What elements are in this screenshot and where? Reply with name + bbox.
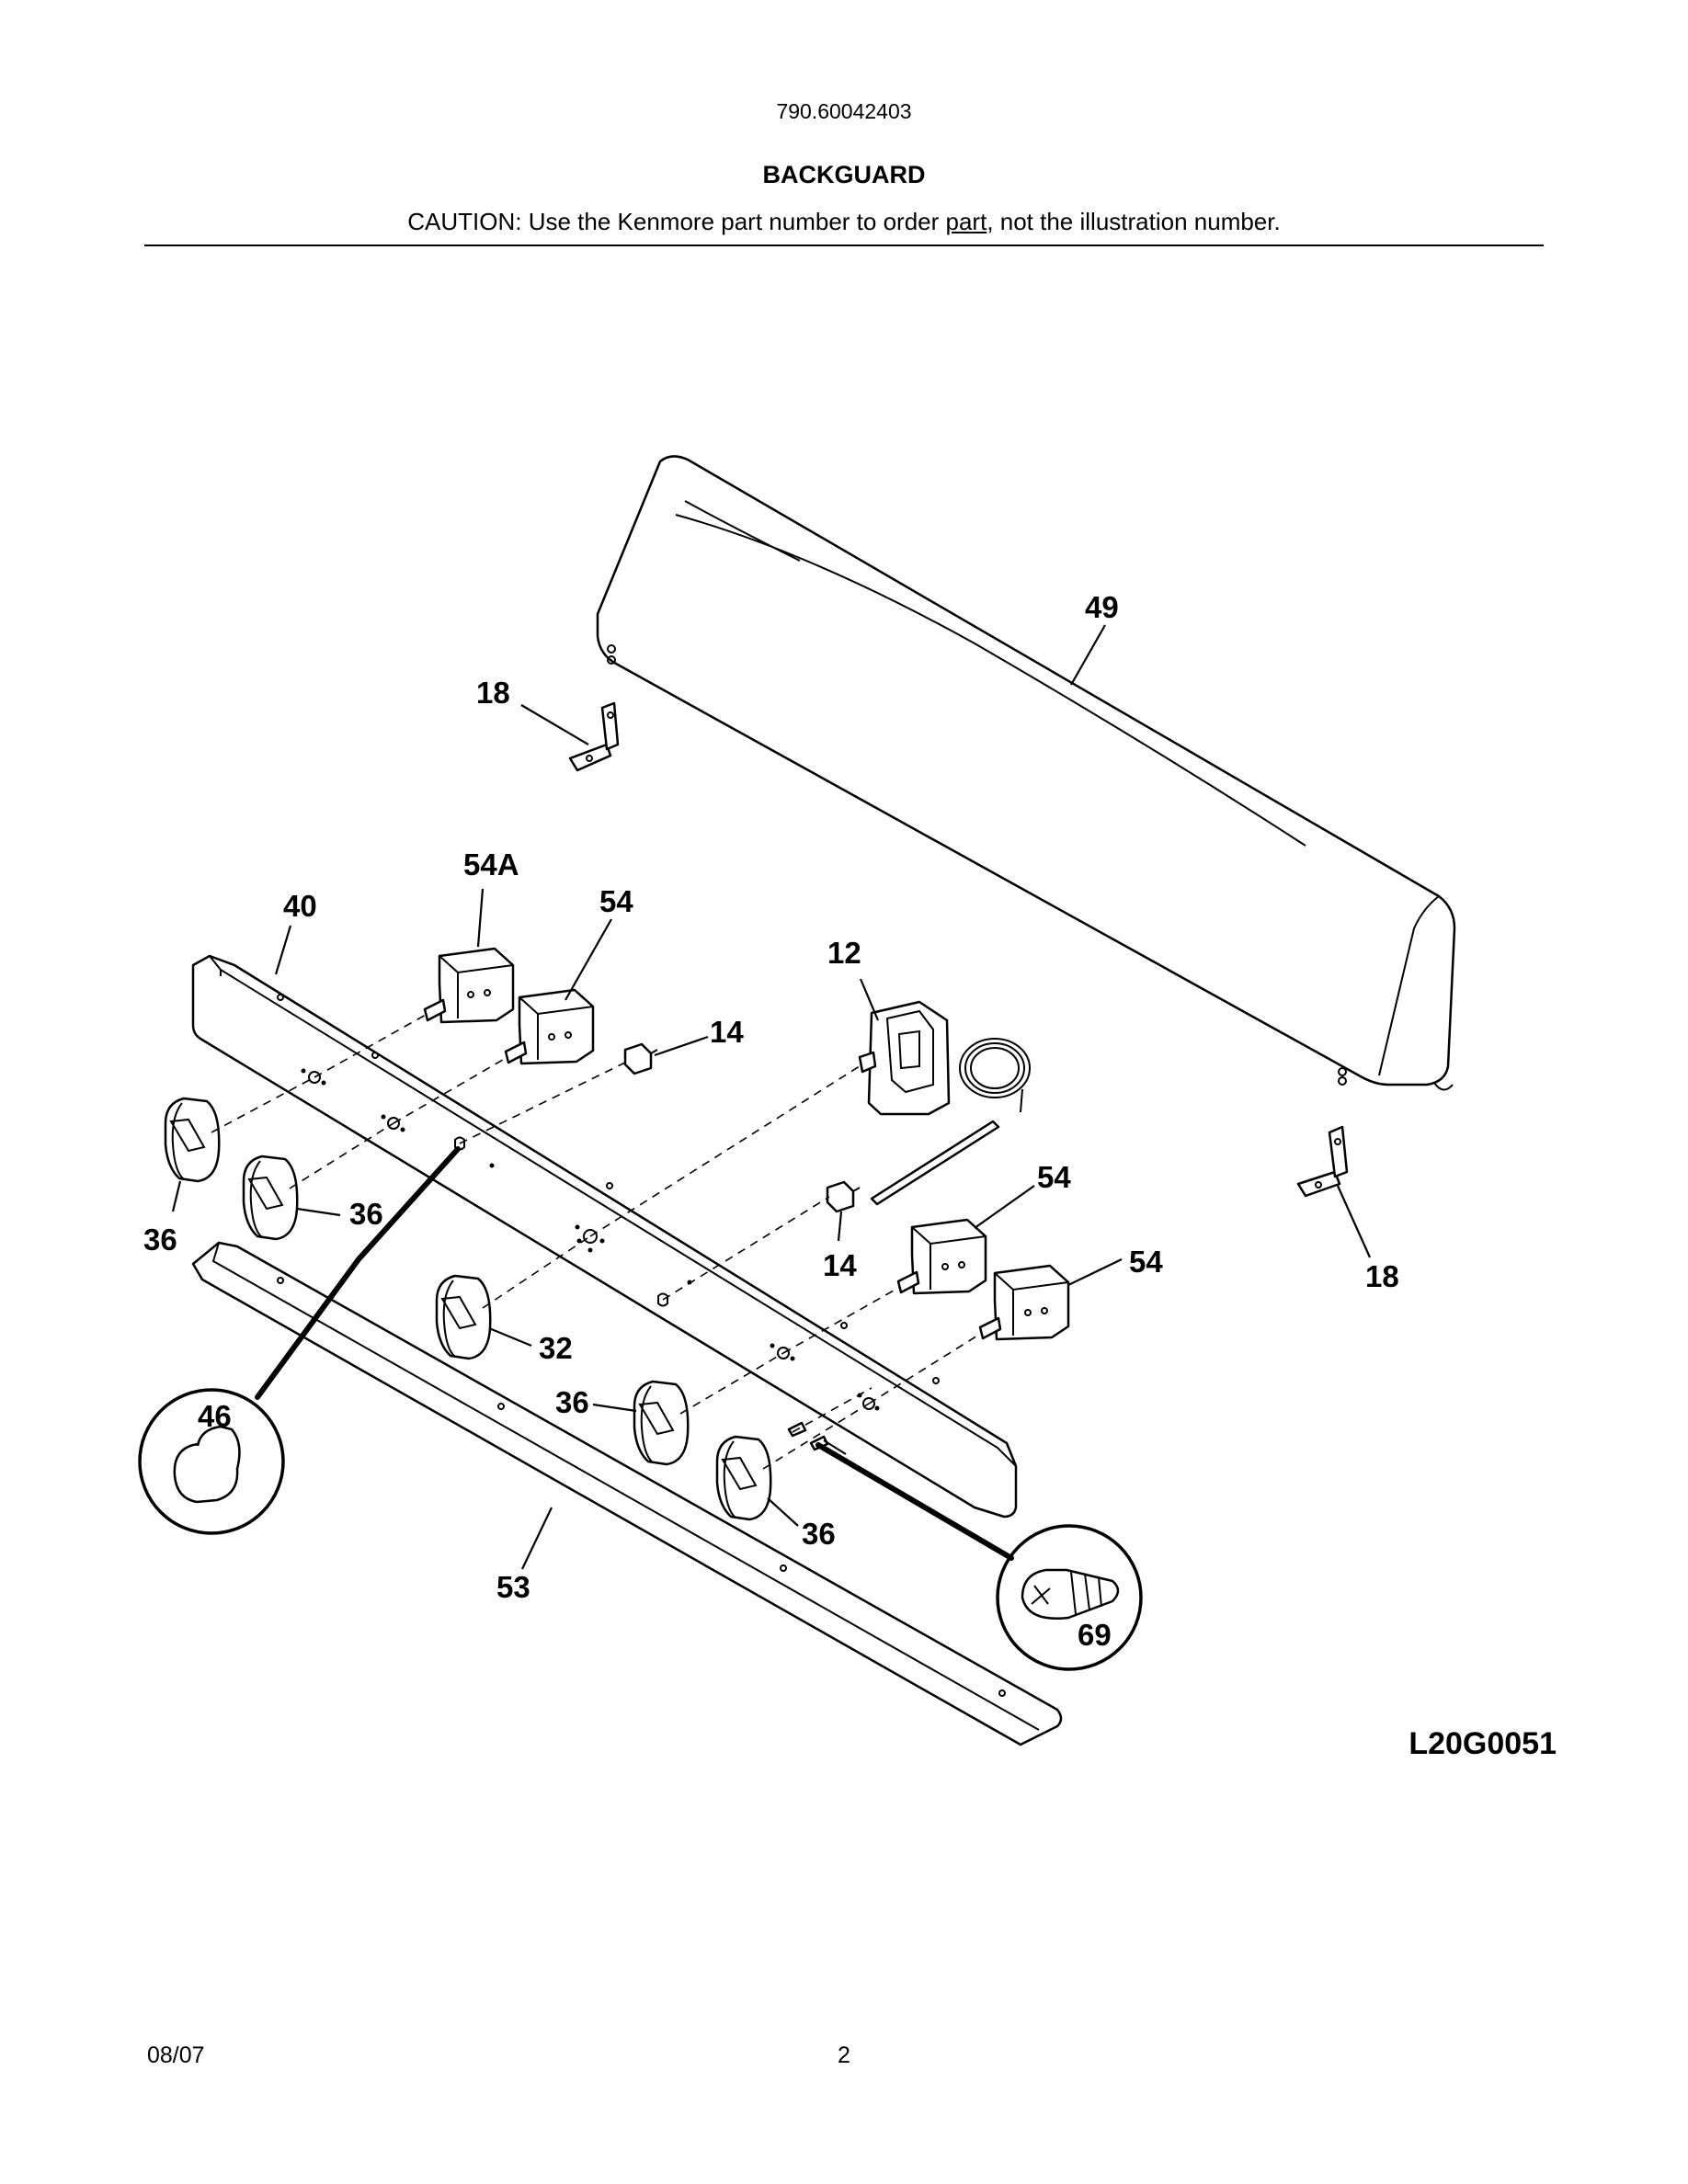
callout-54-right: 54 xyxy=(1129,1245,1163,1279)
caution-suffix: , not the illustration number. xyxy=(987,208,1281,235)
indicator-light-bottom xyxy=(826,1180,861,1213)
caution-underlined: part xyxy=(945,208,987,235)
detail-bubble-46 xyxy=(138,1146,461,1535)
knob-32 xyxy=(435,1274,492,1360)
footer-date: 08/07 xyxy=(147,2042,205,2068)
switch-54-top xyxy=(504,988,595,1065)
detail-bubble-69 xyxy=(815,1442,1143,1671)
caution-prefix: CAUTION: Use the Kenmore part number to … xyxy=(407,208,946,235)
callout-53: 53 xyxy=(496,1570,530,1604)
leader-lines xyxy=(171,624,1372,1570)
callout-54-top: 54 xyxy=(599,884,633,918)
page-number: 2 xyxy=(838,2042,850,2068)
backguard-panel xyxy=(596,455,1456,1091)
callout-12: 12 xyxy=(827,936,861,970)
knob-36-fourth xyxy=(715,1435,772,1521)
callout-36-fourth: 36 xyxy=(802,1517,836,1551)
figure-id: L20G0051 xyxy=(1409,1726,1557,1761)
knob-36-left xyxy=(164,1097,221,1183)
callout-18-left: 18 xyxy=(476,676,510,710)
callout-18-right: 18 xyxy=(1365,1259,1399,1293)
callout-36-third: 36 xyxy=(555,1385,589,1419)
assembly-lines xyxy=(211,1014,983,1470)
section-title: BACKGUARD xyxy=(762,161,926,188)
callout-14-bottom: 14 xyxy=(823,1248,857,1282)
knob-36-second xyxy=(242,1155,299,1241)
model-number: 790.60042403 xyxy=(776,99,912,123)
indicator-light-top xyxy=(623,1042,658,1075)
bracket-right xyxy=(1296,1125,1349,1198)
trim-strip xyxy=(191,1241,1063,1746)
screw-pair xyxy=(787,1421,847,1455)
control-panel xyxy=(191,954,1018,1519)
callout-54a: 54A xyxy=(463,847,519,882)
callout-69: 69 xyxy=(1078,1618,1112,1652)
knob-36-third xyxy=(633,1380,690,1466)
callout-14-top: 14 xyxy=(710,1015,744,1049)
switch-54-right xyxy=(978,1264,1070,1341)
callouts: 49 18 18 54A 40 54 12 14 14 54 54 36 36 … xyxy=(143,590,1399,1652)
caution-note: CAUTION: Use the Kenmore part number to … xyxy=(0,208,1688,236)
switch-54-mid xyxy=(896,1218,987,1295)
header-rule xyxy=(144,245,1544,246)
callout-46: 46 xyxy=(198,1399,232,1433)
callout-36-second: 36 xyxy=(349,1197,383,1231)
bracket-left xyxy=(568,701,620,772)
callout-32: 32 xyxy=(539,1331,573,1365)
callout-54-mid: 54 xyxy=(1037,1160,1071,1194)
thermostat xyxy=(858,1000,1031,1206)
switch-54a xyxy=(423,947,515,1024)
callout-36-left: 36 xyxy=(143,1223,177,1257)
callout-40: 40 xyxy=(283,889,317,923)
callout-49: 49 xyxy=(1085,590,1119,624)
